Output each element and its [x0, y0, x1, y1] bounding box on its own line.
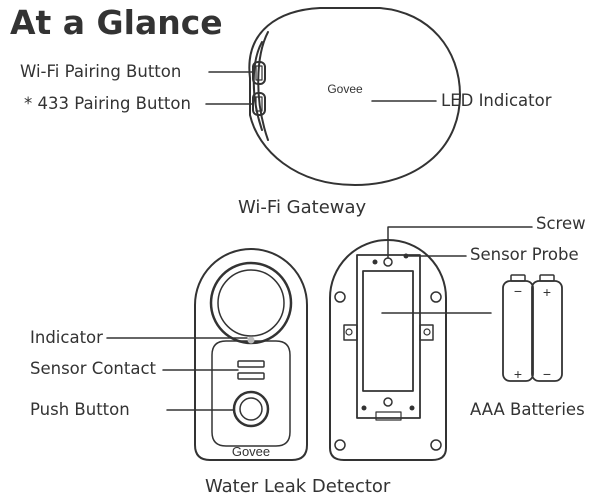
- caption-wifi-gateway: Wi-Fi Gateway: [238, 197, 367, 218]
- label-sensor-probe: Sensor Probe: [470, 245, 579, 264]
- battery-right-minus: −: [543, 366, 551, 382]
- label-sensor-contact: Sensor Contact: [30, 359, 156, 378]
- sensor-contact-top: [237, 360, 265, 368]
- gateway-brand: Govee: [327, 82, 363, 96]
- detector-brand: Govee: [232, 444, 270, 459]
- sensor-probes: [361, 253, 415, 411]
- page-title: At a Glance: [10, 3, 223, 42]
- label-433-pairing-button: * 433 Pairing Button: [24, 94, 191, 113]
- screw-top: [383, 257, 393, 267]
- battery-left-minus: −: [514, 283, 522, 299]
- label-aaa-batteries: AAA Batteries: [470, 400, 585, 419]
- battery-left: [502, 274, 534, 382]
- wifi-gateway-device: [248, 7, 461, 186]
- battery-right-plus: +: [543, 284, 551, 300]
- label-wifi-pairing-button: Wi-Fi Pairing Button: [20, 62, 182, 81]
- detector-front: [194, 248, 308, 461]
- detector-lens: [209, 261, 293, 345]
- caption-water-leak-detector: Water Leak Detector: [205, 476, 391, 497]
- label-indicator: Indicator: [30, 328, 103, 347]
- label-screw: Screw: [536, 214, 586, 233]
- screw-bottom: [383, 397, 393, 407]
- detector-back: [329, 239, 447, 461]
- push-button-shape[interactable]: [232, 390, 270, 428]
- battery-compartment: [362, 270, 414, 392]
- indicator-dot: [247, 336, 255, 344]
- battery-left-plus: +: [514, 366, 522, 382]
- wifi-pairing-button-shape: [252, 61, 266, 85]
- label-push-button: Push Button: [30, 400, 130, 419]
- label-led-indicator: LED Indicator: [441, 91, 552, 110]
- leader-screw: [387, 226, 533, 259]
- battery-right: [531, 274, 563, 382]
- sensor-contact-bottom: [237, 372, 265, 380]
